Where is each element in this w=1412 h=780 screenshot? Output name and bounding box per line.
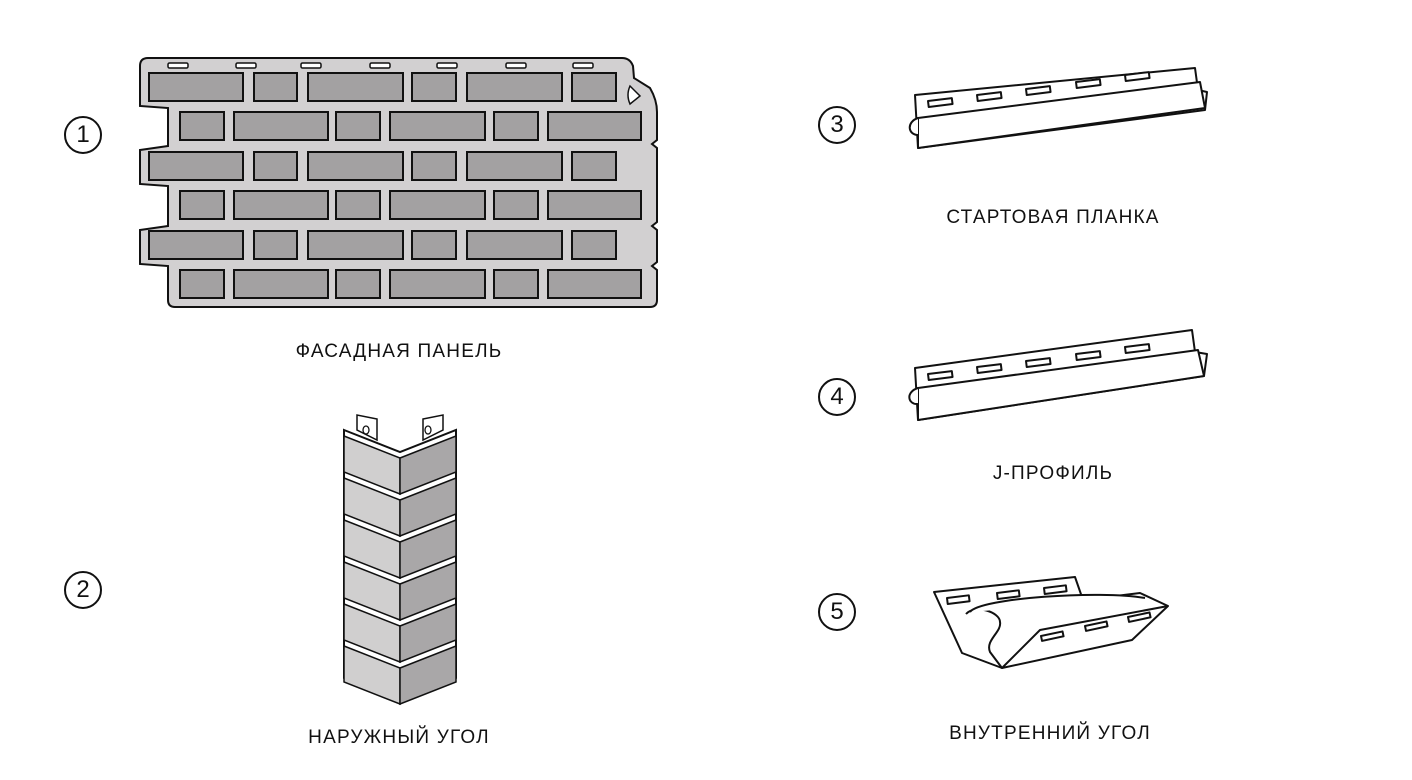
brick <box>466 72 563 102</box>
brick <box>389 269 486 299</box>
corner-brick-right <box>399 434 457 496</box>
brick <box>335 111 381 141</box>
brick <box>466 151 563 181</box>
brick <box>547 190 642 220</box>
brick <box>547 111 642 141</box>
mounting-slot <box>167 62 189 69</box>
item-number-4: 4 <box>818 378 856 416</box>
starter-strip-illustration <box>908 67 1208 149</box>
item-number-5: 5 <box>818 593 856 631</box>
outer-corner-illustration <box>343 414 457 706</box>
brick <box>571 230 617 260</box>
brick <box>335 190 381 220</box>
j-profile-illustration <box>908 329 1208 421</box>
brick <box>389 111 486 141</box>
mounting-slot <box>300 62 322 69</box>
mounting-slot <box>505 62 527 69</box>
corner-brick-right <box>399 518 457 580</box>
brick <box>547 269 642 299</box>
brick <box>179 269 225 299</box>
brick <box>493 190 539 220</box>
label-outer-corner: НАРУЖНЫЙ УГОЛ <box>308 727 490 748</box>
brick <box>253 230 298 260</box>
corner-brick-right <box>399 560 457 622</box>
item-number-1: 1 <box>64 116 102 154</box>
brick <box>411 72 457 102</box>
item-number-2: 2 <box>64 571 102 609</box>
brick <box>233 111 329 141</box>
brick <box>233 269 329 299</box>
brick <box>148 151 244 181</box>
inner-corner-illustration <box>933 576 1169 669</box>
brick <box>411 230 457 260</box>
item-number-3: 3 <box>818 106 856 144</box>
brick <box>233 190 329 220</box>
mounting-slot <box>572 62 594 69</box>
brick <box>571 151 617 181</box>
brick <box>335 269 381 299</box>
facade-panel-illustration <box>139 57 658 308</box>
brick <box>148 230 244 260</box>
brick <box>179 190 225 220</box>
brick <box>493 111 539 141</box>
mounting-slot <box>369 62 391 69</box>
brick <box>571 72 617 102</box>
panel-notch <box>627 84 642 106</box>
mounting-slot <box>235 62 257 69</box>
brick <box>411 151 457 181</box>
brick <box>466 230 563 260</box>
brick <box>493 269 539 299</box>
corner-brick-right <box>399 602 457 664</box>
label-facade-panel: ФАСАДНАЯ ПАНЕЛЬ <box>295 341 503 362</box>
brick <box>307 230 404 260</box>
corner-brick-right <box>399 476 457 538</box>
brick <box>179 111 225 141</box>
brick <box>253 151 298 181</box>
label-starter-strip: СТАРТОВАЯ ПЛАНКА <box>946 207 1160 228</box>
brick <box>307 72 404 102</box>
nail-tab <box>356 414 378 442</box>
brick <box>148 72 244 102</box>
nail-hole <box>424 425 432 435</box>
label-j-profile: J-ПРОФИЛЬ <box>992 463 1114 484</box>
nail-hole <box>362 425 370 435</box>
corner-brick-right <box>399 644 457 706</box>
brick <box>389 190 486 220</box>
brick <box>307 151 404 181</box>
mounting-slot <box>436 62 458 69</box>
brick <box>253 72 298 102</box>
label-inner-corner: ВНУТРЕННИЙ УГОЛ <box>949 723 1151 744</box>
